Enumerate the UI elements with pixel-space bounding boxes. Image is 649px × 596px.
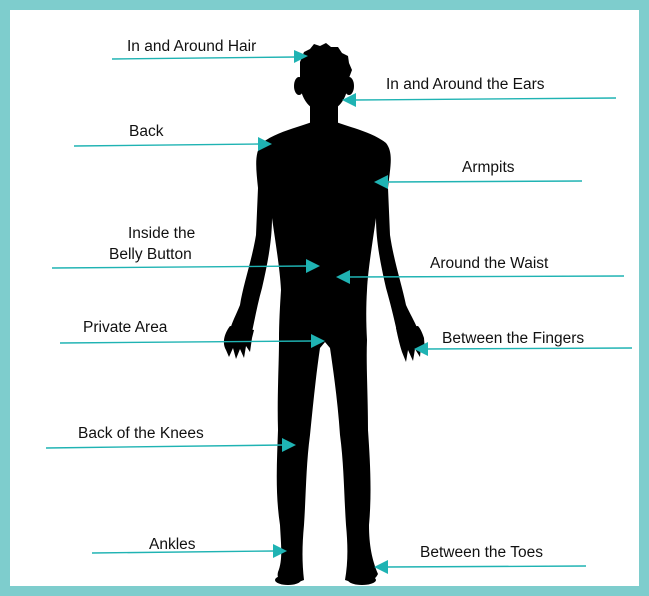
arrow-back [74,137,272,151]
label-fingers: Between the Fingers [442,330,584,347]
label-back: Back [129,123,164,140]
label-ears: In and Around the Ears [386,76,545,93]
arrow-ears [342,93,616,107]
label-belly-line2: Belly Button [109,246,192,263]
label-waist: Around the Waist [430,255,549,272]
human-silhouette [224,43,425,585]
arrow-armpits [374,175,582,189]
label-armpits: Armpits [462,159,515,176]
label-toes: Between the Toes [420,544,543,561]
label-private-area: Private Area [83,319,168,336]
label-ankles: Ankles [149,536,196,553]
label-knees: Back of the Knees [78,425,204,442]
label-hair: In and Around Hair [127,38,256,55]
label-belly-line1: Inside the [128,225,195,242]
arrow-waist [336,270,624,284]
arrow-toes [374,560,586,574]
